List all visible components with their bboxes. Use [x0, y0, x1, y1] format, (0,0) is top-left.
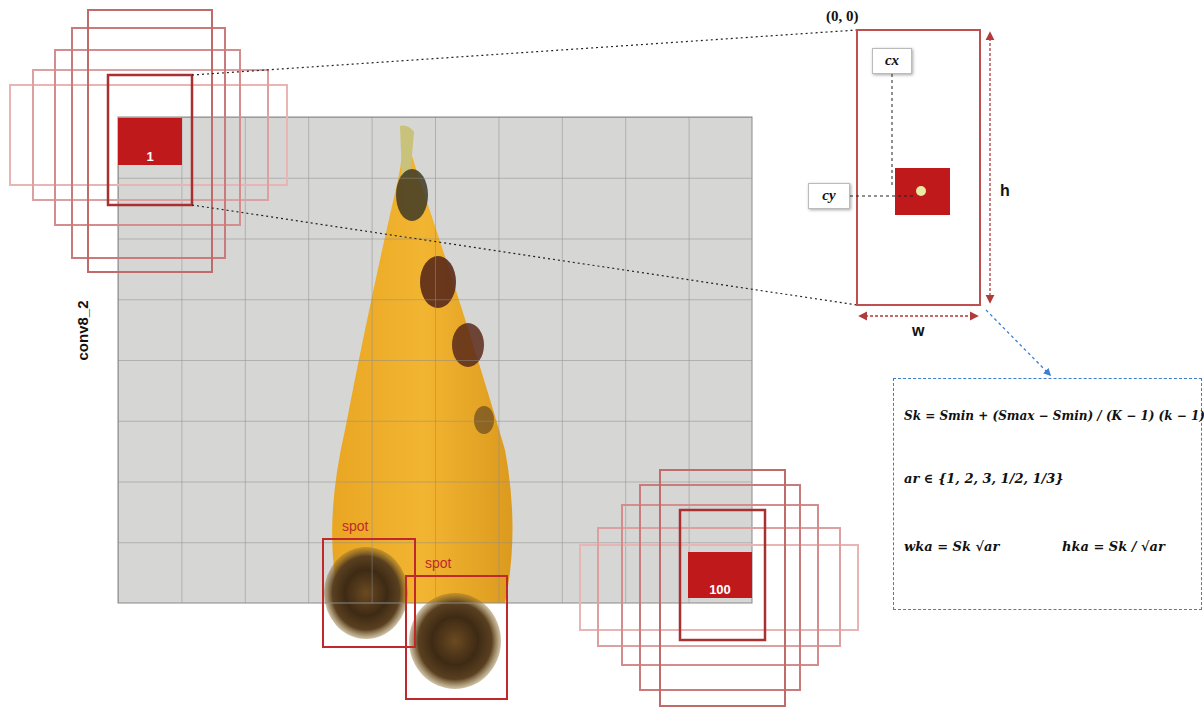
coord-box: cy: [808, 183, 850, 209]
cell-number: 100: [688, 582, 752, 597]
formula-text: Sk = Smin + (Smax − Smin) / (K − 1) (k −…: [904, 409, 1204, 423]
dimension-label: h: [1000, 182, 1010, 200]
formula-text: hka = Sk / √ar: [1062, 539, 1165, 554]
coord-box: cx: [872, 48, 912, 74]
formula-box: Sk = Smin + (Smax − Smin) / (K − 1) (k −…: [893, 378, 1202, 610]
origin-label: (0, 0): [826, 8, 859, 25]
cell-box: 1: [118, 118, 182, 165]
spot-box: spot: [322, 538, 416, 648]
coord-label: cx: [873, 52, 911, 69]
dimension-label: w: [912, 322, 924, 340]
layer-name: conv8_2: [73, 300, 90, 360]
coord-label: cy: [809, 187, 849, 204]
spot-label: spot: [425, 555, 451, 571]
cell-box: 100: [688, 552, 752, 598]
formula-text: wka = Sk √ar: [904, 539, 999, 554]
formula-text: ar ∈ {1, 2, 3, 1/2, 1/3}: [904, 471, 1064, 486]
spot-box: spot: [405, 575, 508, 700]
spot-label: spot: [342, 518, 368, 534]
cell-number: 1: [118, 149, 182, 164]
